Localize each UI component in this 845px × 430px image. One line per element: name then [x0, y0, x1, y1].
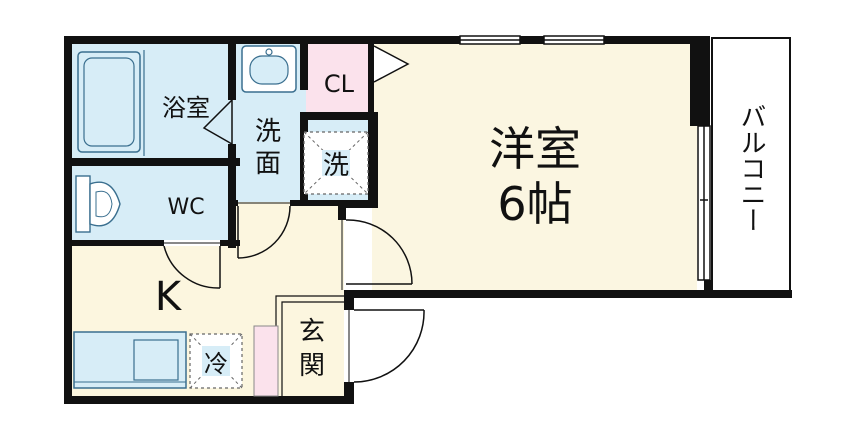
closet-door	[371, 44, 410, 100]
entrance-label-top: 玄	[299, 317, 325, 347]
washroom-door	[237, 202, 291, 259]
toilet-fixture	[75, 175, 121, 233]
entrance-floor	[286, 298, 344, 396]
balcony-label: バルコニー	[736, 103, 766, 233]
bathroom-label: 浴室	[162, 94, 210, 122]
hall-floor	[234, 202, 344, 250]
western-room-floor	[372, 44, 697, 292]
fridge-space	[189, 333, 243, 389]
window-top	[459, 35, 605, 45]
washroom-label-bottom: 面	[255, 149, 281, 179]
kitchen-counter	[73, 331, 187, 389]
washer-space	[303, 131, 369, 195]
wash-basin	[241, 45, 297, 93]
entrance-door	[348, 309, 425, 383]
walls	[64, 36, 792, 404]
western-room-door	[341, 219, 413, 290]
washer-space-label: 洗	[323, 151, 349, 181]
entrance-label-bottom: 関	[299, 351, 325, 381]
western-room-label: 洋室	[489, 122, 581, 176]
bathtub	[77, 50, 145, 156]
toilet-label: WC	[167, 195, 204, 220]
bathroom-door	[202, 99, 233, 145]
kitchen-label: K	[155, 274, 183, 320]
closet-floor	[306, 44, 372, 118]
toilet-door	[163, 241, 221, 289]
closet-label: CL	[324, 70, 355, 98]
shoe-cabinet	[253, 325, 279, 397]
washroom-label-top: 洗	[255, 117, 281, 147]
balcony-sliding-door	[697, 125, 711, 281]
fridge-space-label: 冷	[204, 350, 228, 378]
balcony-floor	[711, 37, 791, 297]
western-room-size-label: 6帖	[497, 177, 572, 231]
